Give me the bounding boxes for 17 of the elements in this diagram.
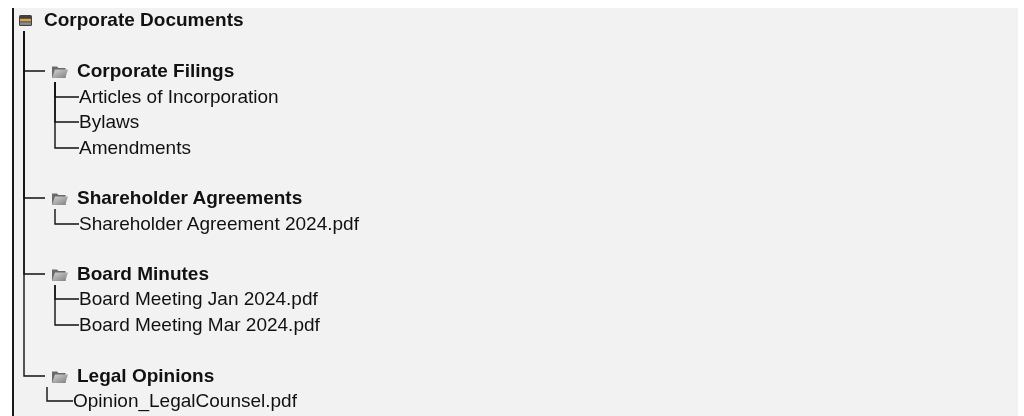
folder-name: Board Minutes [77,263,209,285]
file-name: Articles of Incorporation [79,86,279,108]
file-name: Bylaws [79,111,140,133]
folder-name: Legal Opinions [77,365,215,387]
folder-name: Shareholder Agreements [77,187,303,209]
tree-connector [46,386,74,402]
file-name: Opinion_LegalCounsel.pdf [73,390,297,412]
root-folder-name: Corporate Documents [44,9,244,31]
tree-connector [54,284,80,326]
file-name: Shareholder Agreement 2024.pdf [79,213,359,235]
file-name: Amendments [79,137,191,159]
file-name: Board Meeting Mar 2024.pdf [79,314,320,336]
tree-connector [23,30,46,377]
tree-connector [54,208,80,225]
file-name: Board Meeting Jan 2024.pdf [79,288,318,310]
tree-connector [54,81,80,149]
folder-name: Corporate Filings [77,60,235,82]
